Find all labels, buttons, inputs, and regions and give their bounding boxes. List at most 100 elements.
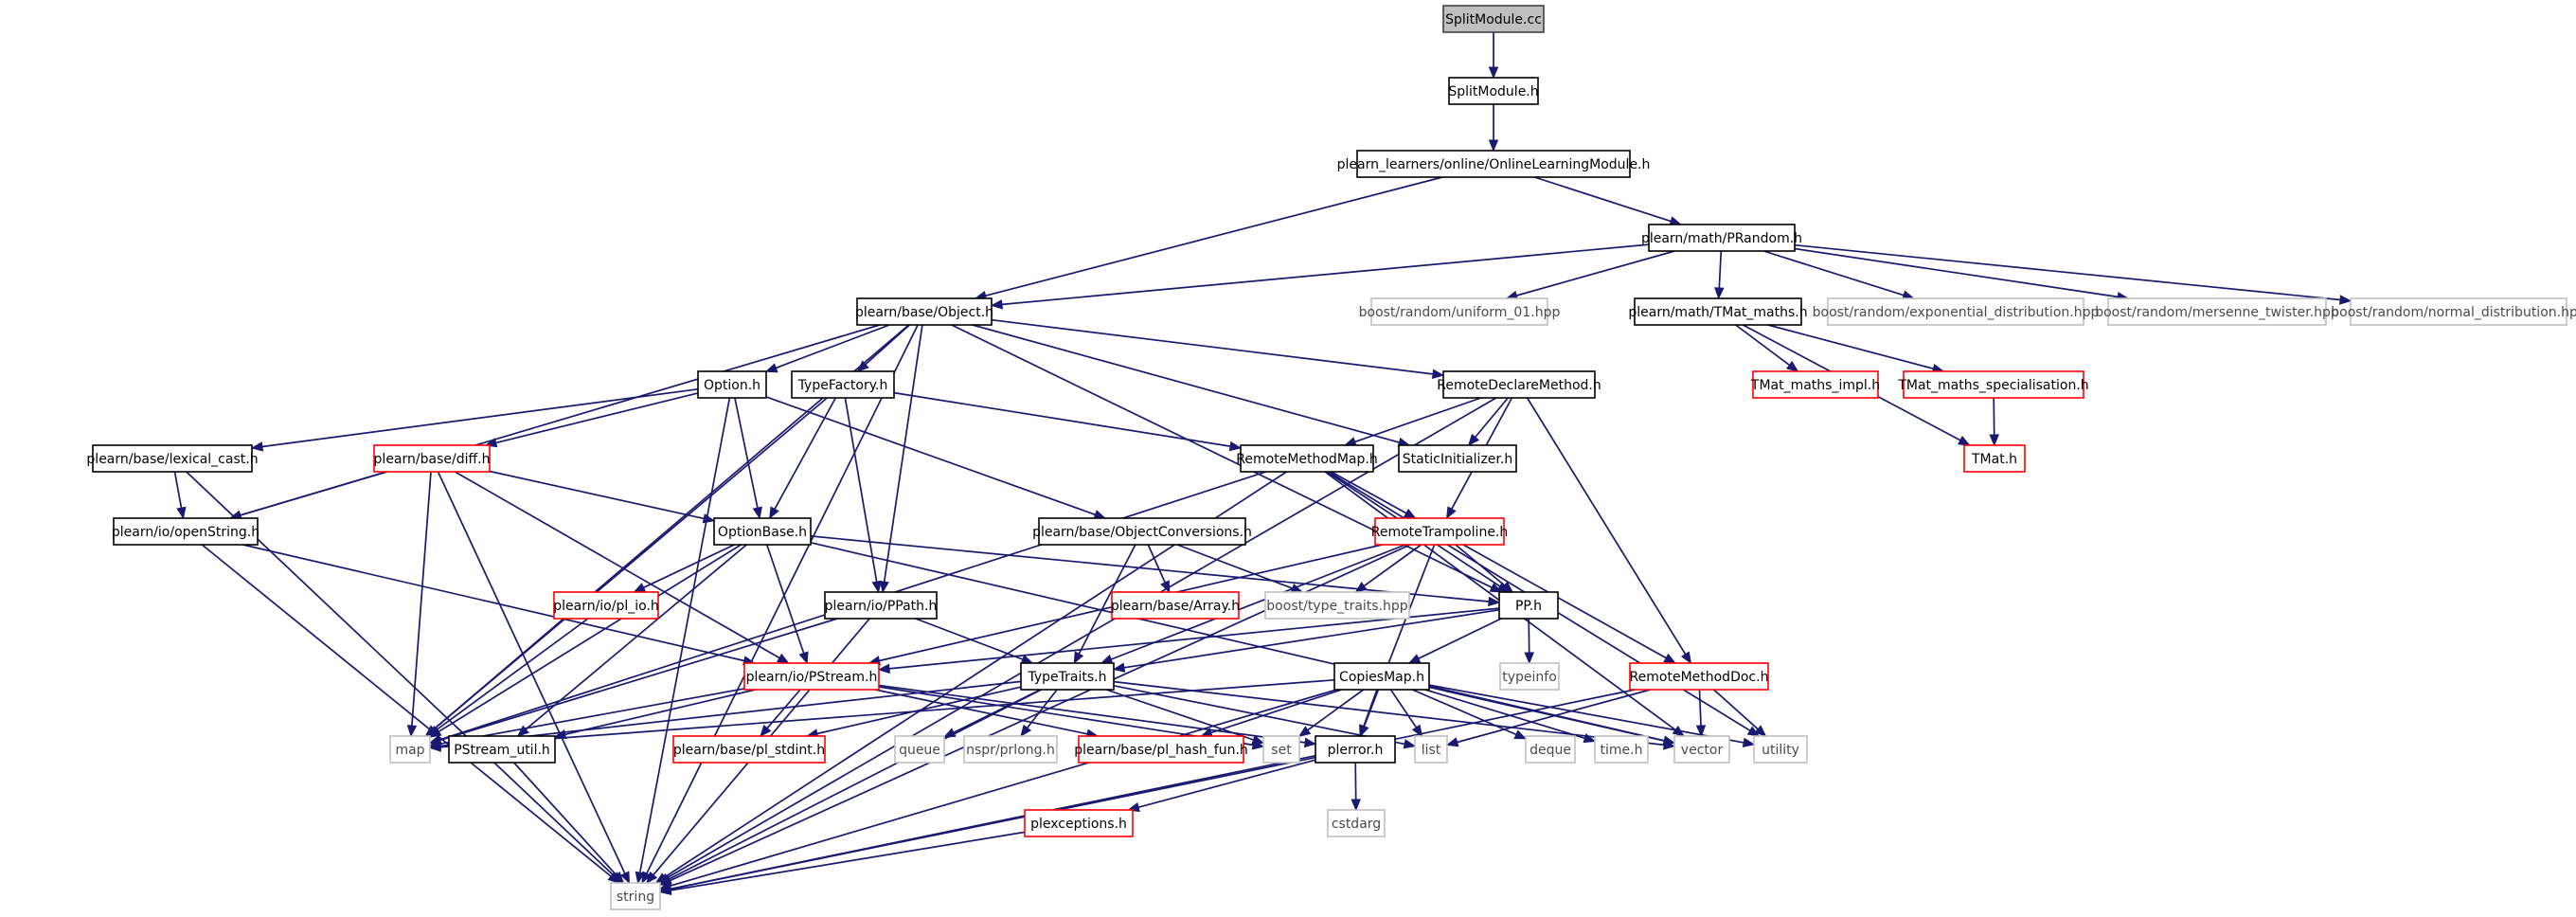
node-typetraits-h[interactable]: TypeTraits.h (1020, 662, 1115, 691)
node-box (1525, 735, 1576, 764)
node-label: TMat_maths_specialisation.h (1897, 378, 2088, 393)
node-label: plearn/io/pl_io.h (553, 599, 659, 614)
edge-line (1354, 397, 1482, 443)
node-plearn-math-tmat-maths-h[interactable]: plearn/math/TMat_maths.h (1628, 297, 1808, 326)
node-box (963, 735, 1058, 764)
node-plearn-io-pstream-h[interactable]: plearn/io/PStream.h (743, 662, 880, 691)
edge-diff-h-to-map (406, 471, 432, 738)
edge-line (1698, 689, 1702, 727)
edge-arrowhead (1663, 653, 1677, 664)
node-pp-h[interactable]: PP.h (1498, 591, 1559, 620)
edge-copiesmap-h-to-set (1297, 689, 1365, 737)
node-remotemethoddoc-h[interactable]: RemoteMethodDoc.h (1629, 662, 1769, 691)
edge-line (874, 689, 1088, 735)
edge-copiesmap-h-to-pl-hash-fun-h (1200, 689, 1342, 738)
edge-line (1993, 397, 1995, 436)
node-plerror-h[interactable]: plerror.h (1315, 735, 1396, 764)
edge-line (646, 324, 919, 874)
edge-arrowhead (1297, 726, 1312, 737)
edge-openstring-h-to-pstream-h (242, 544, 756, 666)
node-box (610, 882, 661, 910)
node-label: plearn/base/lexical_cast.h (86, 452, 258, 467)
node-box (1111, 591, 1240, 620)
node-plearn-io-pl-io-h[interactable]: plearn/io/pl_io.h (553, 591, 659, 620)
node-label: plerror.h (1328, 743, 1384, 758)
edge-objectconversions-h-to-type-traits-hpp (1176, 544, 1304, 593)
edge-arrowhead (1251, 734, 1265, 745)
node-label: CopiesMap.h (1339, 670, 1424, 685)
edge-line (670, 689, 1337, 888)
node-box (373, 444, 491, 473)
edge-arrowhead (1407, 654, 1422, 664)
node-splitmodule-h[interactable]: SplitModule.h (1448, 77, 1539, 105)
node-tmat-maths-specialisation-h[interactable]: TMat_maths_specialisation.h (1897, 370, 2089, 399)
node-copiesmap-h[interactable]: CopiesMap.h (1333, 662, 1430, 691)
node-label: RemoteMethodMap.h (1236, 452, 1377, 467)
edge-objectconversions-h-to-array-h (1147, 544, 1171, 594)
edge-arrowhead (1742, 737, 1756, 747)
edge-line (670, 756, 1316, 890)
edge-arrowhead (645, 871, 658, 885)
edge-copiesmap-h-to-deque (1412, 689, 1528, 740)
node-tmat-maths-impl-h[interactable]: TMat_maths_impl.h (1750, 370, 1880, 399)
node-plexceptions-h[interactable]: plexceptions.h (1024, 809, 1134, 837)
edge-line (437, 471, 626, 874)
edge-object-h-to-option-h (764, 324, 890, 373)
edge-arrowhead (1020, 724, 1032, 738)
node-label: nspr/prlong.h (966, 743, 1055, 758)
edge-arrowhead (635, 871, 645, 885)
edge-arrowhead (1112, 662, 1126, 673)
node-plearn-base-array-h[interactable]: plearn/base/Array.h (1111, 591, 1240, 620)
edge-line (765, 544, 805, 654)
edge-arrowhead (776, 653, 790, 664)
node-typefactory-h[interactable]: TypeFactory.h (791, 370, 895, 399)
node-plearn-base-object-h[interactable]: plearn/base/Object.h (855, 297, 993, 326)
edge-line (240, 471, 387, 516)
node-label: PP.h (1515, 599, 1542, 614)
edge-arrowhead (658, 873, 672, 885)
node-plearn-base-pl-stdint-h[interactable]: plearn/base/pl_stdint.h (672, 735, 826, 764)
node-splitmodule-cc[interactable]: SplitModule.cc (1442, 5, 1545, 33)
node-box (2107, 297, 2327, 326)
node-plearn-learners-online-onlinelearningmodule-h[interactable]: plearn_learners/online/OnlineLearningMod… (1337, 150, 1651, 178)
edge-line (734, 397, 759, 509)
edge-line (883, 324, 923, 583)
node-plearn-base-lexical-cast-h[interactable]: plearn/base/lexical_cast.h (86, 444, 259, 473)
node-optionbase-h[interactable]: OptionBase.h (713, 517, 812, 546)
edge-plexceptions-h-to-string (658, 831, 1026, 896)
edge-arrowhead (1989, 434, 1999, 447)
node-remotedeclaremethod-h[interactable]: RemoteDeclareMethod.h (1437, 370, 1601, 399)
node-label: boost/random/exponential_distribution.hp… (1813, 305, 2100, 320)
node-box (856, 297, 993, 326)
node-plearn-base-diff-h[interactable]: plearn/base/diff.h (373, 444, 491, 473)
node-pstream-util-h[interactable]: PStream_util.h (448, 735, 556, 764)
edge-prandom-h-to-object-h (990, 243, 1650, 310)
node-plearn-math-prandom-h[interactable]: plearn/math/PRandom.h (1641, 224, 1802, 252)
node-tmat-h[interactable]: TMat.h (1963, 444, 2026, 473)
edge-object-h-to-string (641, 324, 919, 885)
edge-line (439, 618, 838, 742)
edge-arrowhead (764, 363, 778, 373)
node-remotetrampoline-h[interactable]: RemoteTrampoline.h (1371, 517, 1509, 546)
edge-prandom-h-to-uniform-01 (1505, 250, 1675, 300)
edge-line (201, 544, 612, 877)
node-plearn-base-objectconversions-h[interactable]: plearn/base/ObjectConversions.h (1032, 517, 1252, 546)
edge-arrowhead (879, 580, 889, 594)
node-staticinitializer-h[interactable]: StaticInitializer.h (1398, 444, 1517, 473)
node-plearn-base-pl-hash-fun-h[interactable]: plearn/base/pl_hash_fun.h (1074, 735, 1248, 764)
edge-pp-h-to-typetraits-h (1112, 608, 1500, 673)
node-remotemethodmap-h[interactable]: RemoteMethodMap.h (1236, 444, 1378, 473)
edge-line (433, 397, 828, 730)
node-box (791, 370, 895, 399)
node-label: boost/random/normal_distribution.hpp (2331, 305, 2576, 320)
node-option-h[interactable]: Option.h (697, 370, 767, 399)
node-plearn-io-ppath-h[interactable]: plearn/io/PPath.h (824, 591, 938, 620)
edge-pstream-h-to-pl-hash-fun-h (874, 689, 1100, 739)
node-label: vector (1681, 743, 1724, 758)
edge-line (1428, 684, 1744, 744)
node-set: set (1262, 735, 1300, 764)
node-box (1827, 297, 2084, 326)
node-plearn-io-openstring-h[interactable]: plearn/io/openString.h (112, 517, 259, 546)
edge-line (495, 392, 699, 444)
